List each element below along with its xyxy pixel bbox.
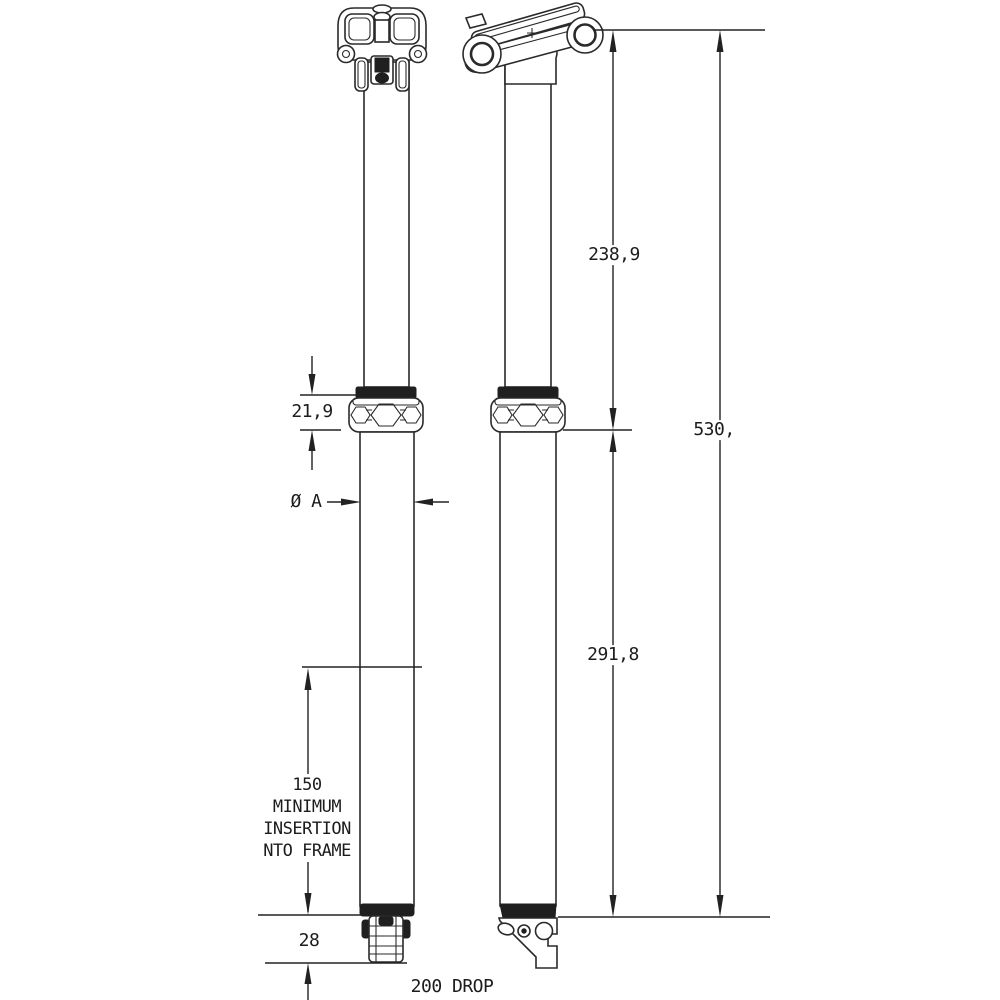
side-seal-band	[497, 386, 559, 399]
side-collar	[490, 397, 566, 433]
front-seal-band	[355, 386, 417, 399]
side-upper-tube	[504, 59, 552, 388]
label-drop: 200 DROP	[407, 977, 497, 997]
dim-diameter	[327, 498, 449, 506]
label-overall-length: 530,	[690, 420, 738, 440]
label-actuator-height: 28	[295, 931, 323, 951]
seatpost-front-view	[336, 4, 428, 963]
dim-291-8	[609, 430, 617, 917]
side-lower-tube	[499, 431, 557, 907]
label-min-insertion: 150 MINIMUM INSERTION NTO FRAME	[261, 774, 353, 862]
side-actuator-lever	[497, 917, 558, 969]
saddle-clamp-side	[462, 2, 604, 85]
front-tube-bottom-edge	[359, 903, 415, 917]
saddle-clamp-front	[336, 4, 428, 92]
dim-530	[716, 30, 724, 917]
label-diameter: Ø A	[287, 492, 325, 512]
front-actuator	[361, 915, 411, 963]
dim-238-9	[609, 30, 617, 430]
label-collar-height: 21,9	[288, 402, 336, 422]
front-collar	[348, 397, 424, 433]
label-upper-section: 238,9	[585, 245, 643, 265]
dimension-lines	[258, 29, 770, 1000]
front-upper-tube	[363, 61, 410, 388]
dim-21-9	[308, 356, 316, 470]
seatpost-side-view	[462, 2, 604, 969]
dim-28	[304, 963, 312, 1000]
side-tube-bottom-edge	[499, 903, 557, 919]
label-lower-section: 291,8	[584, 645, 642, 665]
front-lower-tube	[359, 431, 415, 907]
